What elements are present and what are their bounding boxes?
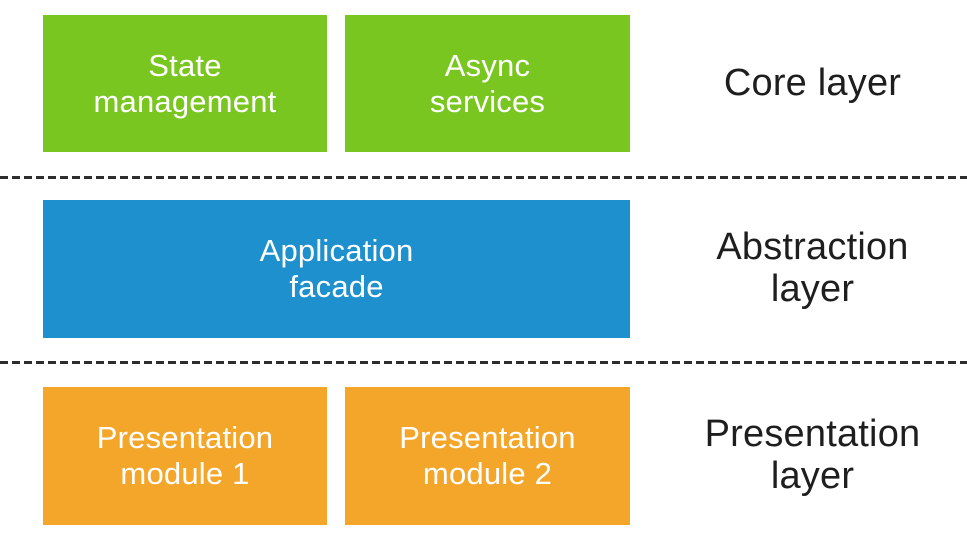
core-layer-label: Core layer <box>630 15 967 152</box>
application-facade-box: Application facade <box>43 200 630 338</box>
presentation-module-2-box: Presentation module 2 <box>345 387 630 525</box>
application-facade-label-line2: facade <box>289 269 384 304</box>
presentation-layer-label: Presentation layer <box>630 387 967 525</box>
presentation-module-1-box: Presentation module 1 <box>43 387 327 525</box>
layer-separator-line-top <box>0 176 967 179</box>
presentation-module-2-label-line2: module 2 <box>422 456 553 491</box>
core-layer-label-text: Core layer <box>723 61 902 104</box>
presentation-module-2-label-line1: Presentation <box>399 420 576 456</box>
async-services-label-line1: Async <box>444 47 531 83</box>
state-management-box: State management <box>43 15 327 152</box>
abstraction-layer-label-line2: layer <box>770 268 855 310</box>
state-management-label-line2: management <box>93 83 277 119</box>
abstraction-layer-label-line1: Abstraction <box>716 226 909 269</box>
application-facade-label-line1: Application <box>259 233 414 269</box>
presentation-layer-label-line2: layer <box>770 455 855 497</box>
presentation-layer-label-line1: Presentation <box>704 413 921 456</box>
presentation-module-1-label-line1: Presentation <box>96 420 274 456</box>
abstraction-layer-label: Abstraction layer <box>630 200 967 338</box>
async-services-box: Async services <box>345 15 630 152</box>
presentation-module-1-label-line2: module 1 <box>120 456 250 491</box>
state-management-label-line1: State <box>148 47 222 83</box>
layer-separator-line-bottom <box>0 361 967 364</box>
async-services-label-line2: services <box>429 83 546 119</box>
